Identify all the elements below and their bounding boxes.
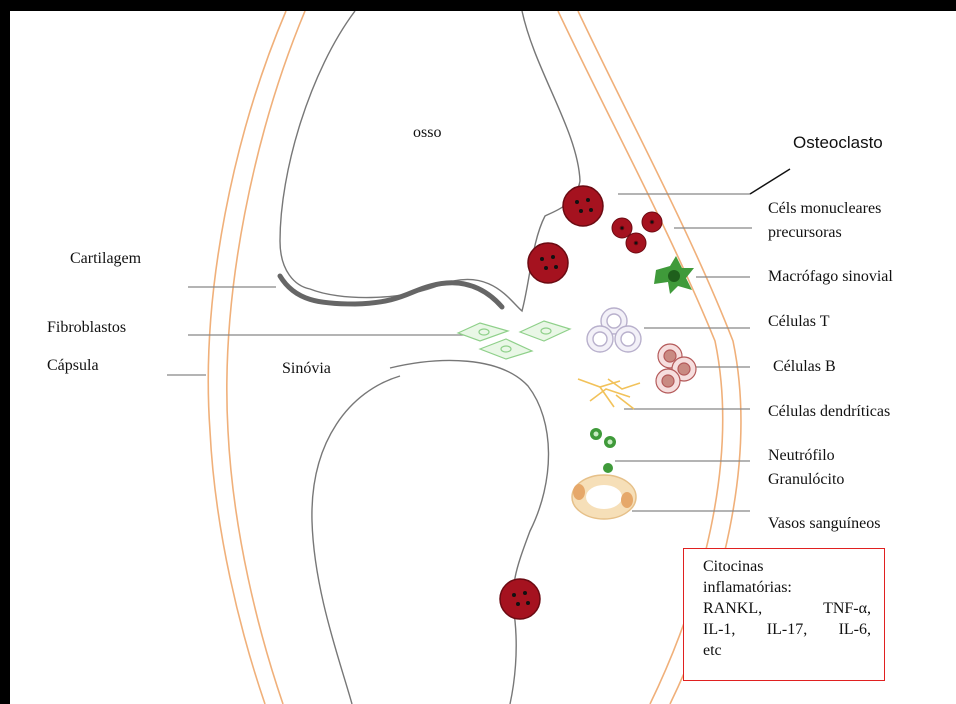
cytokines-line4: IL-1, IL-17, IL-6, (703, 619, 871, 640)
blood-vessel (572, 475, 636, 519)
cytokine-il17: IL-17, (767, 619, 807, 640)
lower-bone-left-outline (312, 376, 400, 704)
vessels-label: Vasos sanguíneos (768, 514, 880, 534)
fibroblast-cells (458, 321, 570, 359)
neutrophil-label: Neutrófilo (768, 446, 835, 466)
cytokines-line5: etc (703, 640, 871, 661)
cytokine-rankl: RANKL, (703, 598, 762, 619)
macrophage-cell (654, 256, 694, 294)
cytokines-line2: inflamatórias: (703, 577, 871, 598)
precursor-cells (612, 212, 662, 253)
fibroblasts-label: Fibroblastos (47, 318, 126, 338)
dendritic-label: Células dendríticas (768, 402, 890, 422)
cytokine-il1: IL-1, (703, 619, 735, 640)
capsule-label: Cápsula (47, 356, 99, 376)
precursor-label-line1: Céls monucleares (768, 199, 881, 219)
t-cells (587, 308, 641, 352)
b-cells (656, 344, 696, 393)
cytokine-tnf: TNF-α, (823, 598, 871, 619)
osteoclast-middle (528, 243, 568, 283)
cartilage-layer (280, 276, 502, 307)
bone-label: osso (413, 123, 441, 143)
neutrophil-cells (590, 428, 616, 473)
cytokine-il6: IL-6, (839, 619, 871, 640)
osteoclast-pointer (750, 169, 790, 194)
precursor-label-line2: precursoras (768, 223, 842, 243)
cytokines-text: Citocinas inflamatórias: RANKL, TNF-α, I… (703, 556, 871, 661)
osteoclast-upper (563, 186, 603, 226)
t-cells-label: Células T (768, 312, 829, 332)
cytokines-line3: RANKL, TNF-α, (703, 598, 871, 619)
cytokines-line1: Citocinas (703, 556, 871, 577)
osteoclast-label: Osteoclasto (793, 133, 883, 153)
cytokines-box: Citocinas inflamatórias: RANKL, TNF-α, I… (683, 548, 885, 681)
macrophage-label: Macrófago sinovial (768, 267, 893, 287)
osteoclast-lower (500, 579, 540, 619)
dendritic-cells (578, 379, 640, 409)
lower-bone-outline (390, 361, 549, 704)
synovium-label: Sinóvia (282, 359, 331, 379)
granulocyte-label: Granulócito (768, 470, 844, 490)
cartilage-label: Cartilagem (70, 249, 141, 269)
diagram-canvas: osso Osteoclasto Céls monucleares precur… (10, 11, 956, 704)
b-cells-label: Células B (773, 357, 836, 377)
